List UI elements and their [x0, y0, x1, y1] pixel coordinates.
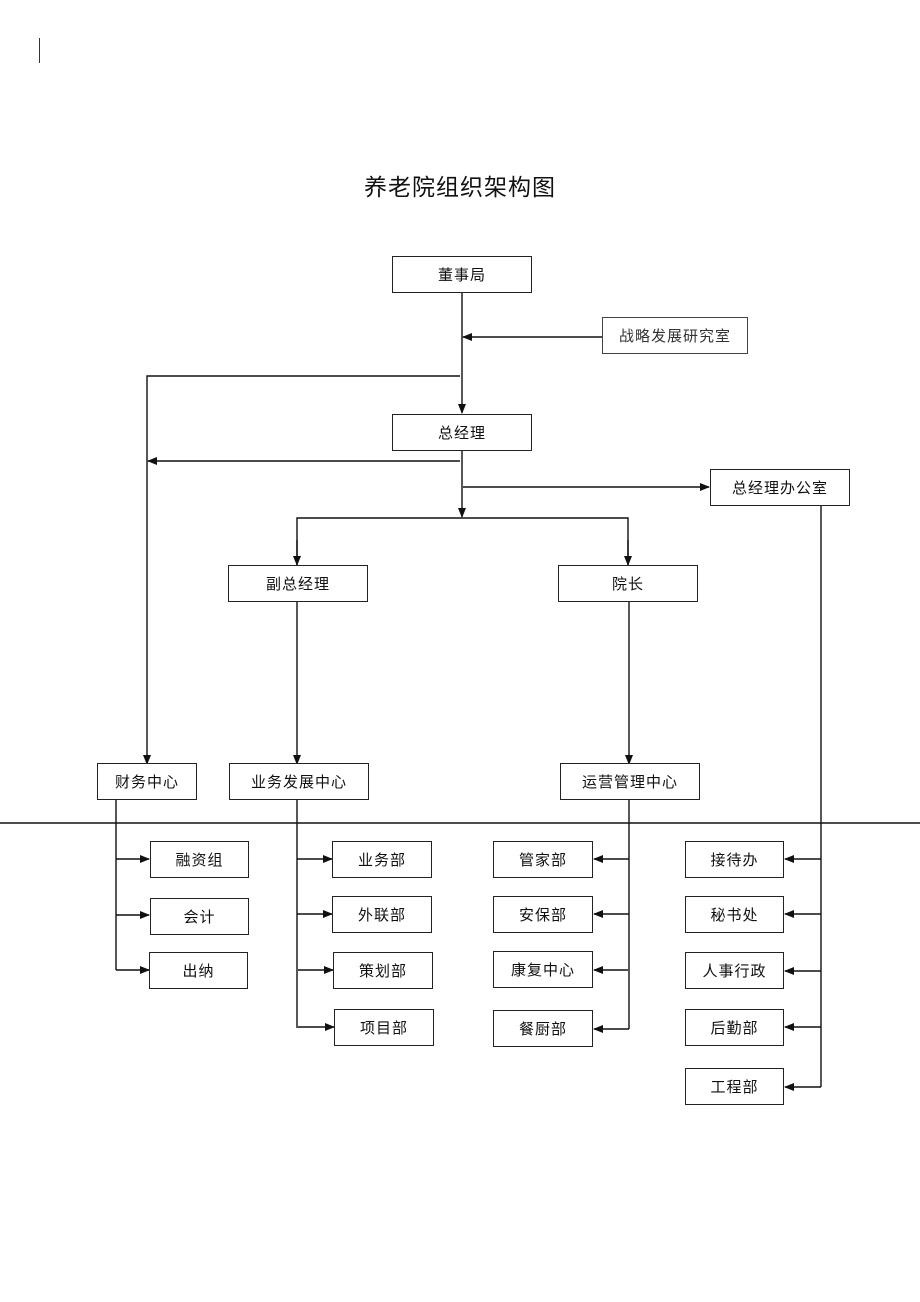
node-finance-child: 出纳 [149, 952, 248, 989]
node-business-child: 外联部 [332, 896, 432, 933]
node-finance-child: 会计 [150, 898, 249, 935]
node-strategy: 战略发展研究室 [602, 317, 748, 354]
node-operations-child: 安保部 [493, 896, 593, 933]
node-deputy-gm: 副总经理 [228, 565, 368, 602]
node-operations-child: 康复中心 [493, 951, 593, 988]
node-office-child: 秘书处 [685, 896, 784, 933]
node-board: 董事局 [392, 256, 532, 293]
node-business-child: 项目部 [334, 1009, 434, 1046]
node-office-child: 接待办 [685, 841, 784, 878]
node-operations-child: 管家部 [493, 841, 593, 878]
node-finance-center: 财务中心 [97, 763, 197, 800]
node-operations-center: 运营管理中心 [560, 763, 700, 800]
node-dean: 院长 [558, 565, 698, 602]
node-business-child: 策划部 [333, 952, 433, 989]
connector-split [296, 517, 629, 565]
chart-title: 养老院组织架构图 [364, 175, 556, 201]
node-gm: 总经理 [392, 414, 532, 451]
node-business-center: 业务发展中心 [229, 763, 369, 800]
text-cursor [39, 38, 40, 63]
node-office-child: 工程部 [685, 1068, 784, 1105]
node-gm-office: 总经理办公室 [710, 469, 850, 506]
node-business-child: 业务部 [332, 841, 432, 878]
connector-board-finance [143, 375, 460, 765]
node-office-child: 人事行政 [685, 952, 784, 989]
node-operations-child: 餐厨部 [493, 1010, 593, 1047]
node-finance-child: 融资组 [150, 841, 249, 878]
node-office-child: 后勤部 [685, 1009, 784, 1046]
